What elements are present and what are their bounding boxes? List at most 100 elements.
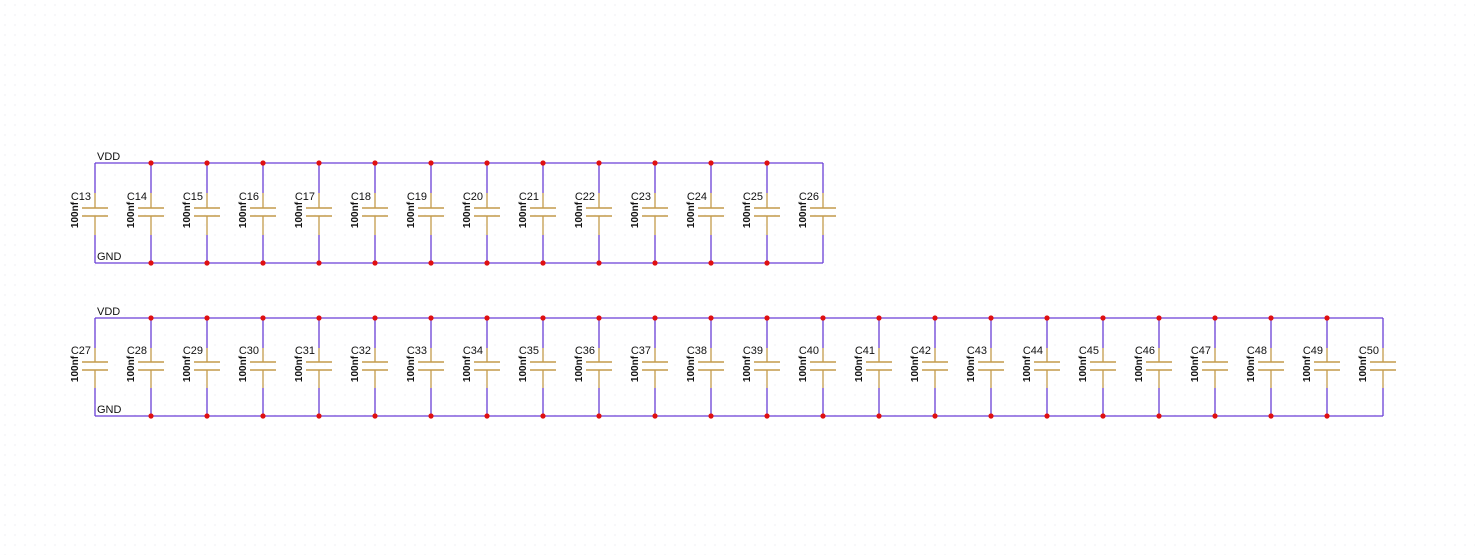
capacitor-value: 100nf — [1134, 355, 1145, 382]
capacitor-bank-1: VDDGNDC13100nfC14100nfC15100nfC16100nfC1… — [70, 151, 836, 266]
junction-dot — [540, 160, 546, 166]
capacitor-value: 100nf — [1302, 355, 1313, 382]
junction-dot — [988, 413, 994, 419]
capacitor-value: 100nf — [742, 355, 753, 382]
junction-dot — [988, 315, 994, 321]
junction-dot — [204, 160, 210, 166]
junction-dot — [260, 315, 266, 321]
capacitor-ref: C20 — [463, 191, 483, 203]
capacitor-value: 100nf — [1078, 355, 1089, 382]
junction-dot — [148, 160, 154, 166]
capacitor-ref: C26 — [799, 191, 819, 203]
capacitor-value: 100nf — [966, 355, 977, 382]
capacitor-value: 100nf — [182, 201, 193, 228]
net-label-gnd: GND — [97, 251, 122, 263]
capacitor-bank-2: VDDGNDC27100nfC28100nfC29100nfC30100nfC3… — [70, 306, 1396, 419]
capacitor-ref: C18 — [351, 191, 371, 203]
capacitor-value: 100nf — [238, 355, 249, 382]
junction-dot — [708, 160, 714, 166]
junction-dot — [932, 315, 938, 321]
junction-dot — [764, 315, 770, 321]
junction-dot — [820, 315, 826, 321]
junction-dot — [372, 160, 378, 166]
capacitor-ref: C46 — [1135, 345, 1155, 357]
capacitor-ref: C44 — [1023, 345, 1043, 357]
capacitor-ref: C19 — [407, 191, 427, 203]
capacitor-ref: C14 — [127, 191, 147, 203]
capacitor-ref: C21 — [519, 191, 539, 203]
capacitor-value: 100nf — [350, 201, 361, 228]
junction-dot — [876, 315, 882, 321]
junction-dot — [204, 260, 210, 266]
capacitor-value: 100nf — [518, 355, 529, 382]
capacitor-ref: C17 — [295, 191, 315, 203]
junction-dot — [148, 260, 154, 266]
junction-dot — [260, 160, 266, 166]
capacitor-value: 100nf — [742, 201, 753, 228]
junction-dot — [316, 413, 322, 419]
junction-dot — [596, 315, 602, 321]
capacitor-value: 100nf — [126, 201, 137, 228]
junction-dot — [484, 160, 490, 166]
junction-dot — [428, 260, 434, 266]
capacitor-ref: C43 — [967, 345, 987, 357]
junction-dot — [540, 413, 546, 419]
junction-dot — [764, 413, 770, 419]
capacitor-ref: C32 — [351, 345, 371, 357]
junction-dot — [652, 160, 658, 166]
junction-dot — [708, 413, 714, 419]
capacitor-ref: C27 — [71, 345, 91, 357]
capacitor-ref: C41 — [855, 345, 875, 357]
junction-dot — [596, 260, 602, 266]
junction-dot — [372, 315, 378, 321]
junction-dot — [428, 315, 434, 321]
capacitor-value: 100nf — [462, 201, 473, 228]
junction-dot — [820, 413, 826, 419]
capacitor-ref: C28 — [127, 345, 147, 357]
junction-dot — [204, 315, 210, 321]
junction-dot — [1268, 315, 1274, 321]
junction-dot — [316, 160, 322, 166]
capacitor-value: 100nf — [518, 201, 529, 228]
junction-dot — [1324, 315, 1330, 321]
capacitor-value: 100nf — [350, 355, 361, 382]
junction-dot — [652, 315, 658, 321]
capacitor-value: 100nf — [574, 201, 585, 228]
capacitor-value: 100nf — [1246, 355, 1257, 382]
junction-dot — [652, 260, 658, 266]
junction-dot — [1156, 413, 1162, 419]
capacitor-ref: C16 — [239, 191, 259, 203]
capacitor-value: 100nf — [294, 201, 305, 228]
junction-dot — [372, 260, 378, 266]
capacitor-value: 100nf — [798, 355, 809, 382]
capacitor-value: 100nf — [70, 355, 81, 382]
junction-dot — [708, 315, 714, 321]
junction-dot — [764, 260, 770, 266]
net-label-vdd: VDD — [97, 306, 120, 318]
capacitor-value: 100nf — [462, 355, 473, 382]
junction-dot — [1100, 315, 1106, 321]
capacitor-value: 100nf — [1190, 355, 1201, 382]
junction-dot — [652, 413, 658, 419]
